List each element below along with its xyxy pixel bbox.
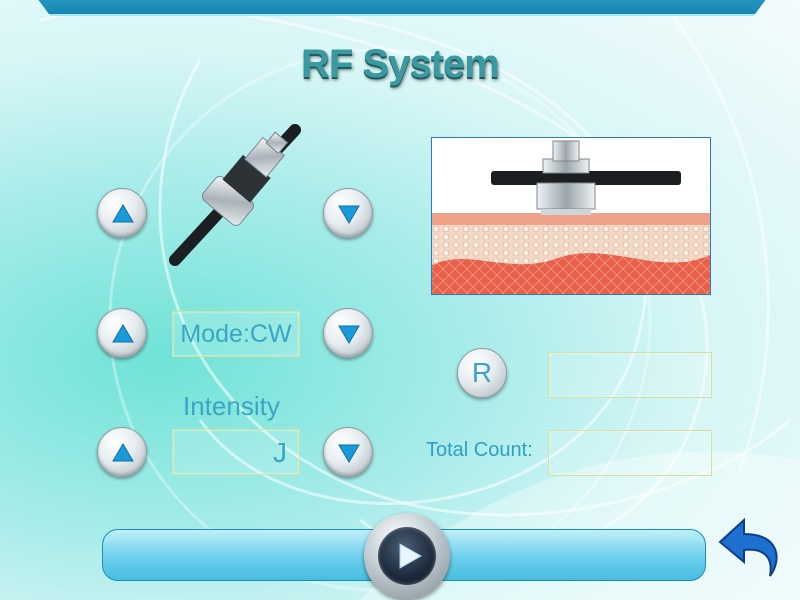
page-title: RF System bbox=[301, 42, 500, 86]
total-count-label: Total Count: bbox=[426, 439, 533, 461]
down-arrow-icon bbox=[338, 444, 360, 463]
top-bar bbox=[28, 0, 776, 16]
mode-label: Mode:CW bbox=[180, 320, 292, 348]
total-count-field bbox=[548, 430, 712, 476]
intensity-display: J bbox=[172, 429, 300, 475]
down-arrow-icon bbox=[338, 205, 360, 224]
up-arrow-icon bbox=[112, 324, 134, 343]
up-arrow-icon bbox=[112, 204, 134, 223]
play-button[interactable] bbox=[364, 513, 450, 599]
down-arrow-icon bbox=[338, 325, 360, 344]
rf-handpiece-image bbox=[169, 124, 301, 266]
skin-treatment-image bbox=[431, 137, 711, 295]
reset-button[interactable]: R bbox=[457, 348, 507, 398]
handpiece-up-button[interactable] bbox=[97, 188, 147, 238]
intensity-label: Intensity bbox=[183, 391, 280, 421]
r-value-field bbox=[548, 352, 712, 398]
mode-up-button[interactable] bbox=[97, 308, 147, 358]
handpiece-down-button[interactable] bbox=[323, 188, 373, 238]
intensity-unit: J bbox=[273, 437, 287, 468]
play-button-core bbox=[378, 527, 436, 585]
play-icon bbox=[399, 543, 423, 569]
back-arrow-icon[interactable] bbox=[716, 516, 786, 588]
mode-down-button[interactable] bbox=[323, 308, 373, 358]
mode-display: Mode:CW bbox=[172, 311, 300, 357]
intensity-down-button[interactable] bbox=[323, 427, 373, 477]
intensity-up-button[interactable] bbox=[97, 427, 147, 477]
up-arrow-icon bbox=[112, 443, 134, 462]
